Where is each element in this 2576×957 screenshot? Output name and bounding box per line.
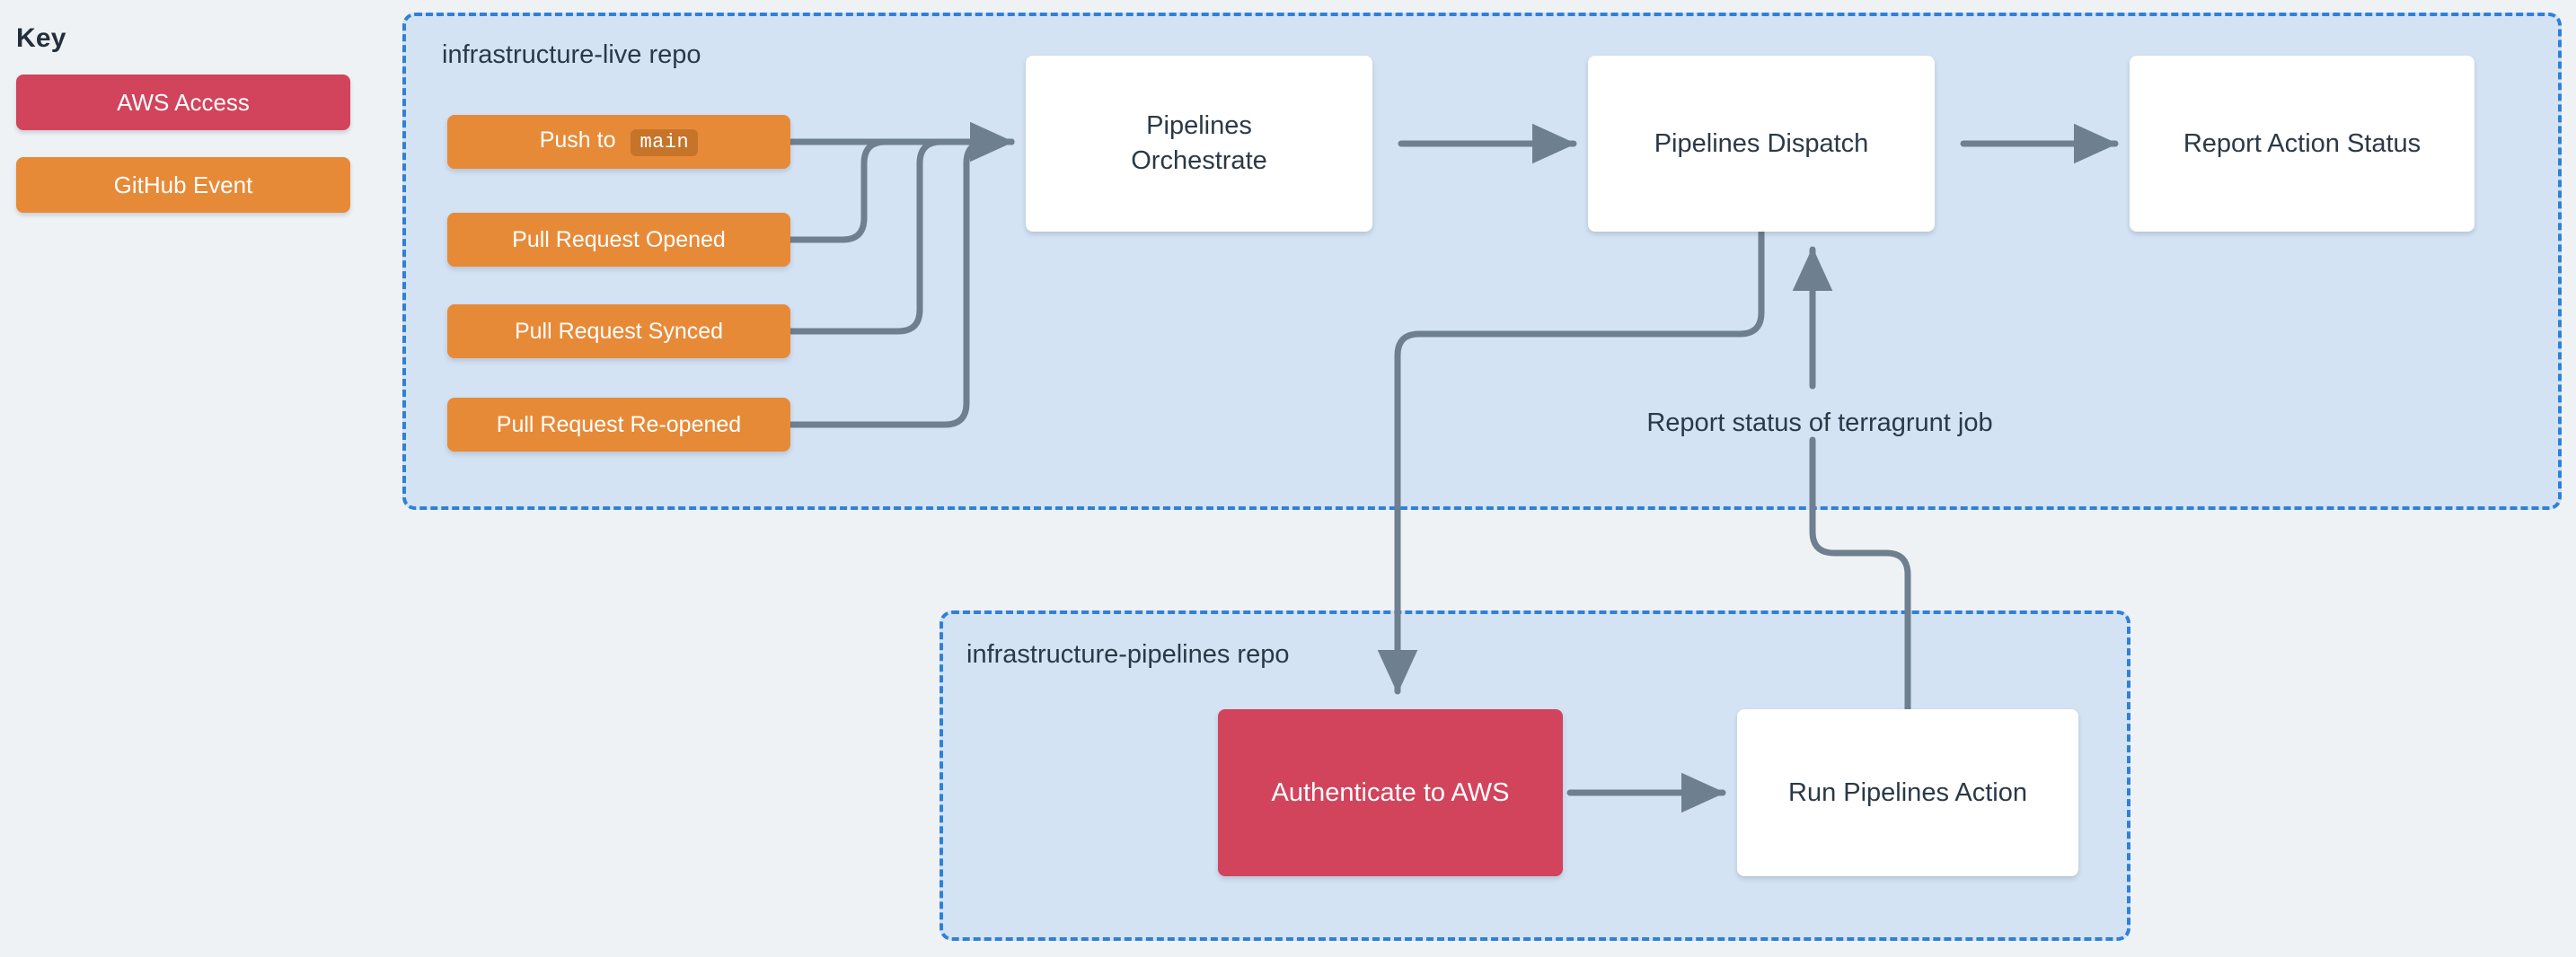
branch-name-chip: main <box>631 128 699 157</box>
node-label: Pipelines Orchestrate <box>1131 111 1267 175</box>
node-pull-request-re-opened[interactable]: Pull Request Re-opened <box>447 398 790 452</box>
key-item-label: GitHub Event <box>113 171 253 198</box>
node-pipelines-orchestrate[interactable]: Pipelines Orchestrate <box>1026 56 1372 232</box>
node-label: Authenticate to AWS <box>1271 777 1510 807</box>
key-item-label: AWS Access <box>117 88 250 116</box>
node-label: Pull Request Synced <box>514 318 724 344</box>
key-item-github-event: GitHub Event <box>16 157 350 213</box>
container-label-infrastructure-live-repo: infrastructure-live repo <box>442 40 701 69</box>
node-push-to-main[interactable]: Push to main <box>447 115 790 169</box>
node-label: Pipelines Dispatch <box>1654 128 1869 158</box>
key-item-aws-access: AWS Access <box>16 75 350 130</box>
node-pull-request-synced[interactable]: Pull Request Synced <box>447 304 790 358</box>
node-label: Push to main <box>540 127 699 157</box>
node-label: Run Pipelines Action <box>1788 777 2027 807</box>
node-run-pipelines-action[interactable]: Run Pipelines Action <box>1737 709 2078 876</box>
key-title: Key <box>16 23 66 53</box>
node-authenticate-to-aws[interactable]: Authenticate to AWS <box>1218 709 1563 876</box>
node-report-action-status[interactable]: Report Action Status <box>2130 56 2475 232</box>
container-label-infrastructure-pipelines-repo: infrastructure-pipelines repo <box>966 640 1290 669</box>
node-label: Report Action Status <box>2183 128 2422 158</box>
node-pull-request-opened[interactable]: Pull Request Opened <box>447 213 790 267</box>
node-label: Pull Request Re-opened <box>496 411 742 437</box>
node-pipelines-dispatch[interactable]: Pipelines Dispatch <box>1588 56 1935 232</box>
edge-label-report-status-of-terragrunt-job: Report status of terragrunt job <box>1646 408 1993 437</box>
node-label: Pull Request Opened <box>512 226 726 252</box>
